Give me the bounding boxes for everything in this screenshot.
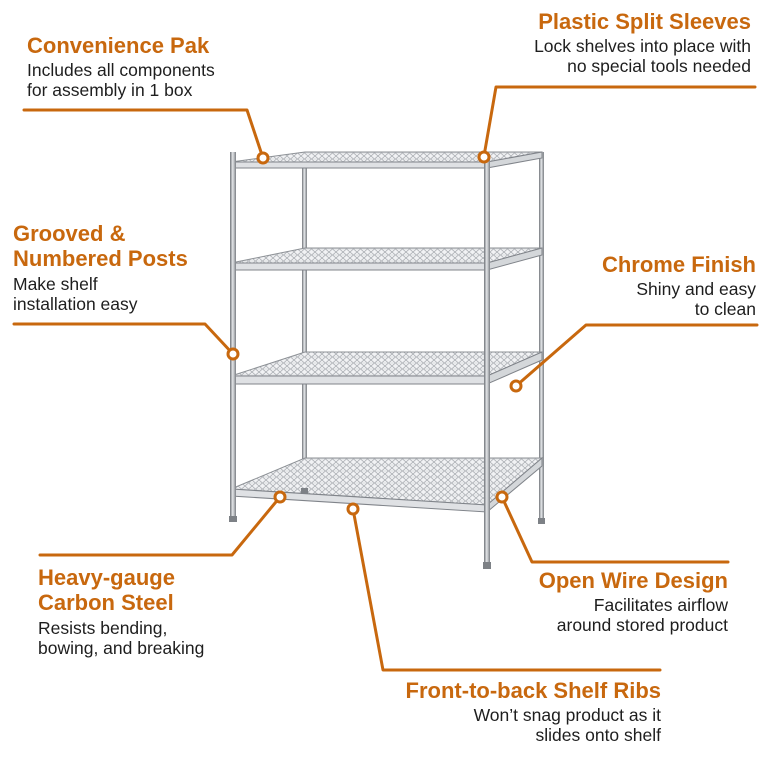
dot-chrome-finish xyxy=(509,379,523,393)
shelf-second xyxy=(230,247,543,271)
callout-title: Plastic Split Sleeves xyxy=(538,9,751,34)
leader-chrome-finish xyxy=(514,323,759,388)
dot-convenience-pak xyxy=(256,151,270,165)
leader-plastic-split-sleeves xyxy=(482,85,757,158)
callout-title: Front-to-back Shelf Ribs xyxy=(405,678,661,703)
leader-grooved-posts xyxy=(12,322,235,356)
callout-desc: Won’t snag product as it slides onto she… xyxy=(473,705,661,746)
back-posts xyxy=(302,152,544,524)
callout-convenience-pak: Convenience Pak Includes all components … xyxy=(27,33,215,101)
dot-grooved-posts xyxy=(226,347,240,361)
dot-shelf-ribs xyxy=(346,502,360,516)
dot-open-wire xyxy=(495,490,509,504)
dot-heavy-gauge xyxy=(273,490,287,504)
callout-shelf-ribs: Front-to-back Shelf Ribs Won’t snag prod… xyxy=(406,678,661,746)
shelf-bottom xyxy=(230,456,544,514)
callout-plastic-split-sleeves: Plastic Split Sleeves Lock shelves into … xyxy=(534,9,751,77)
callout-title: Convenience Pak xyxy=(27,33,210,58)
leader-lines xyxy=(12,85,759,672)
shelf-third xyxy=(230,351,543,385)
callout-desc: Make shelf installation easy xyxy=(13,273,138,314)
dot-plastic-split-sleeves xyxy=(477,150,491,164)
callout-title: Heavy-gauge Carbon Steel xyxy=(38,565,175,616)
callout-chrome-finish: Chrome Finish Shiny and easy to clean xyxy=(602,252,756,320)
leader-convenience-pak xyxy=(22,108,265,160)
callout-open-wire: Open Wire Design Facilitates airflow aro… xyxy=(539,568,728,636)
shelf-top xyxy=(230,151,543,169)
callout-dots xyxy=(226,150,523,516)
callout-title: Open Wire Design xyxy=(538,568,728,593)
callout-heavy-gauge: Heavy-gauge Carbon Steel Resists bending… xyxy=(38,565,204,658)
callout-title: Grooved & Numbered Posts xyxy=(13,221,188,272)
front-posts xyxy=(229,152,545,569)
leader-shelf-ribs xyxy=(351,507,662,672)
leader-open-wire xyxy=(500,495,730,564)
callout-desc: Resists bending, bowing, and breaking xyxy=(38,617,205,658)
callout-grooved-posts: Grooved & Numbered Posts Make shelf inst… xyxy=(13,221,188,314)
callout-desc: Shiny and easy to clean xyxy=(636,279,756,320)
leader-heavy-gauge xyxy=(38,495,282,557)
callout-desc: Facilitates airflow around stored produc… xyxy=(556,595,728,636)
callout-desc: Lock shelves into place with no special … xyxy=(534,36,751,77)
callout-desc: Includes all components for assembly in … xyxy=(27,60,215,101)
callout-title: Chrome Finish xyxy=(601,252,756,277)
